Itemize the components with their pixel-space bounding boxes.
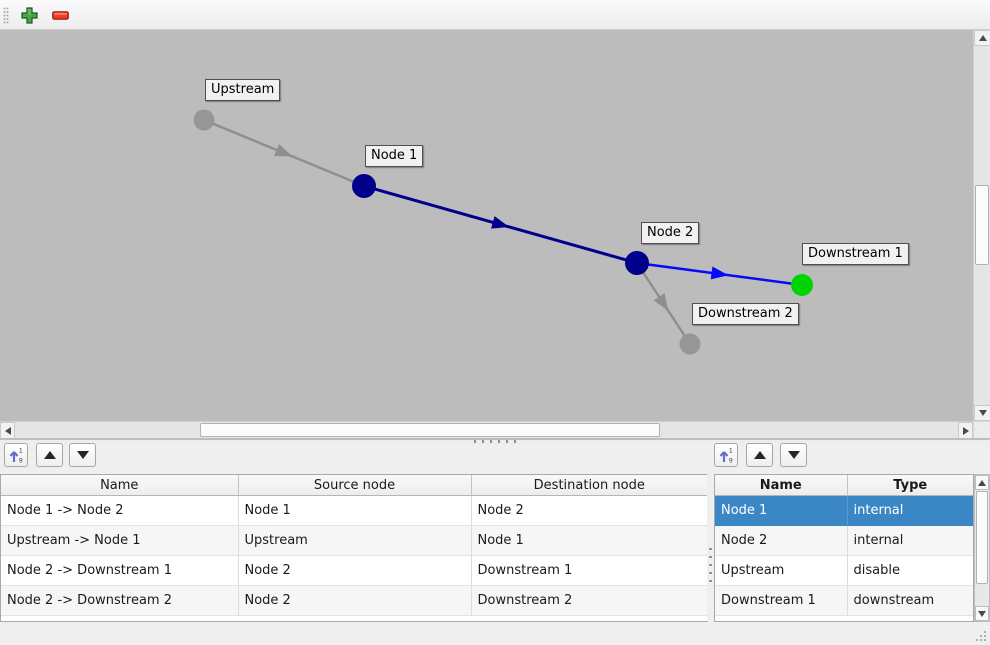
graph-svg bbox=[193, 109, 813, 355]
splitter-grip-dots bbox=[474, 440, 516, 443]
graph-node-upstream[interactable] bbox=[193, 109, 215, 131]
remove-button[interactable] bbox=[50, 5, 70, 25]
scroll-up-button[interactable] bbox=[974, 30, 990, 46]
add-button[interactable] bbox=[19, 5, 39, 25]
triangle-right-icon bbox=[962, 426, 969, 435]
edge-table-row[interactable]: Upstream -> Node 1 Upstream Node 1 bbox=[1, 525, 707, 556]
cell-name[interactable]: Node 1 bbox=[715, 495, 848, 526]
node-label-node2[interactable]: Node 2 bbox=[641, 222, 700, 244]
cell-source[interactable]: Node 1 bbox=[238, 495, 472, 526]
sort-edges-button[interactable]: 1 9 bbox=[4, 443, 28, 467]
triangle-down-icon bbox=[978, 410, 987, 416]
node-label-downstream1[interactable]: Downstream 1 bbox=[802, 243, 909, 265]
scrollbar-thumb[interactable] bbox=[976, 491, 988, 584]
node-label-downstream2[interactable]: Downstream 2 bbox=[692, 303, 799, 325]
svg-text:9: 9 bbox=[729, 458, 733, 464]
sort-nodes-button[interactable]: 1 9 bbox=[714, 443, 738, 467]
sort-ascending-icon: 1 9 bbox=[9, 448, 23, 464]
cell-source[interactable]: Node 2 bbox=[238, 555, 472, 586]
move-edge-up-button[interactable] bbox=[36, 443, 63, 467]
node-table-row[interactable]: Downstream 1 downstream bbox=[715, 585, 973, 616]
column-header-type[interactable]: Type bbox=[847, 475, 973, 496]
cell-source[interactable]: Upstream bbox=[238, 525, 472, 556]
triangle-left-icon bbox=[4, 426, 11, 435]
cell-type[interactable]: internal bbox=[847, 495, 973, 526]
edge-table-row[interactable]: Node 1 -> Node 2 Node 1 Node 2 bbox=[1, 495, 707, 526]
scroll-up-button[interactable] bbox=[975, 475, 989, 490]
cell-name[interactable]: Downstream 1 bbox=[715, 585, 848, 616]
main-toolbar bbox=[0, 0, 990, 30]
canvas-horizontal-scrollbar[interactable] bbox=[0, 421, 973, 439]
triangle-up-icon bbox=[978, 35, 987, 41]
column-header-name[interactable]: Name bbox=[1, 475, 239, 496]
node-label-node1[interactable]: Node 1 bbox=[365, 145, 424, 167]
canvas-vertical-scrollbar[interactable] bbox=[973, 30, 990, 421]
edge-arrow-icon bbox=[653, 293, 669, 312]
scroll-down-button[interactable] bbox=[974, 405, 990, 421]
triangle-up-icon bbox=[978, 479, 986, 486]
graph-node-downstream1[interactable] bbox=[791, 274, 813, 296]
vertical-scrollbar-thumb[interactable] bbox=[975, 185, 989, 265]
cell-name[interactable]: Node 2 -> Downstream 1 bbox=[1, 555, 239, 586]
triangle-down-icon bbox=[978, 610, 986, 617]
sort-ascending-icon: 1 9 bbox=[719, 448, 733, 464]
cell-type[interactable]: downstream bbox=[847, 585, 973, 616]
edge-arrow-icon bbox=[491, 216, 510, 229]
nodes-table-scrollbar[interactable] bbox=[974, 474, 990, 622]
cell-destination[interactable]: Downstream 1 bbox=[471, 555, 707, 586]
cell-destination[interactable]: Node 2 bbox=[471, 495, 707, 526]
move-node-up-button[interactable] bbox=[746, 443, 773, 467]
cell-name[interactable]: Node 2 -> Downstream 2 bbox=[1, 585, 239, 616]
scroll-left-button[interactable] bbox=[0, 422, 15, 439]
toolbar-grip-handle[interactable] bbox=[3, 7, 9, 24]
cell-name[interactable]: Node 2 bbox=[715, 525, 848, 556]
move-node-down-button[interactable] bbox=[780, 443, 807, 467]
cell-destination[interactable]: Downstream 2 bbox=[471, 585, 707, 616]
cell-name[interactable]: Upstream -> Node 1 bbox=[1, 525, 239, 556]
node-table-row[interactable]: Node 1 internal bbox=[715, 495, 973, 526]
graph-node-node1[interactable] bbox=[352, 174, 376, 198]
edge-table-row[interactable]: Node 2 -> Downstream 2 Node 2 Downstream… bbox=[1, 585, 707, 616]
node-table-row[interactable]: Node 2 internal bbox=[715, 525, 973, 556]
svg-text:9: 9 bbox=[19, 458, 23, 464]
window-resize-grip[interactable] bbox=[974, 629, 987, 642]
node-label-upstream[interactable]: Upstream bbox=[205, 79, 281, 101]
horizontal-splitter[interactable] bbox=[0, 438, 990, 444]
edge-arrow-icon bbox=[274, 143, 293, 157]
minus-icon bbox=[51, 10, 69, 20]
splitter-grip-dots bbox=[709, 548, 712, 582]
svg-text:1: 1 bbox=[729, 448, 733, 455]
graph-node-downstream2[interactable] bbox=[679, 333, 701, 355]
scroll-down-button[interactable] bbox=[975, 606, 989, 621]
status-strip bbox=[0, 622, 990, 645]
node-table-row[interactable]: Upstream disable bbox=[715, 555, 973, 586]
cell-destination[interactable]: Node 1 bbox=[471, 525, 707, 556]
edge-arrow-icon bbox=[710, 266, 729, 280]
svg-text:1: 1 bbox=[19, 448, 23, 455]
plus-icon bbox=[20, 6, 38, 24]
scrollbar-corner bbox=[973, 421, 990, 438]
column-header-source-node[interactable]: Source node bbox=[238, 475, 472, 496]
column-header-destination-node[interactable]: Destination node bbox=[471, 475, 707, 496]
triangle-down-icon bbox=[787, 451, 800, 459]
cell-name[interactable]: Upstream bbox=[715, 555, 848, 586]
triangle-up-icon bbox=[43, 451, 56, 459]
edge-table-row[interactable]: Node 2 -> Downstream 1 Node 2 Downstream… bbox=[1, 555, 707, 586]
move-edge-down-button[interactable] bbox=[69, 443, 96, 467]
edges-table: Name Source node Destination node Node 1… bbox=[0, 474, 708, 622]
tables-splitter[interactable] bbox=[707, 474, 714, 621]
column-header-name[interactable]: Name bbox=[715, 475, 848, 496]
horizontal-scrollbar-thumb[interactable] bbox=[200, 423, 660, 437]
cell-source[interactable]: Node 2 bbox=[238, 585, 472, 616]
triangle-down-icon bbox=[76, 451, 89, 459]
nodes-table: Name Type Node 1 internal Node 2 interna… bbox=[714, 474, 974, 622]
triangle-up-icon bbox=[753, 451, 766, 459]
cell-type[interactable]: internal bbox=[847, 525, 973, 556]
cell-name[interactable]: Node 1 -> Node 2 bbox=[1, 495, 239, 526]
scroll-right-button[interactable] bbox=[958, 422, 973, 439]
graph-node-node2[interactable] bbox=[625, 251, 649, 275]
cell-type[interactable]: disable bbox=[847, 555, 973, 586]
